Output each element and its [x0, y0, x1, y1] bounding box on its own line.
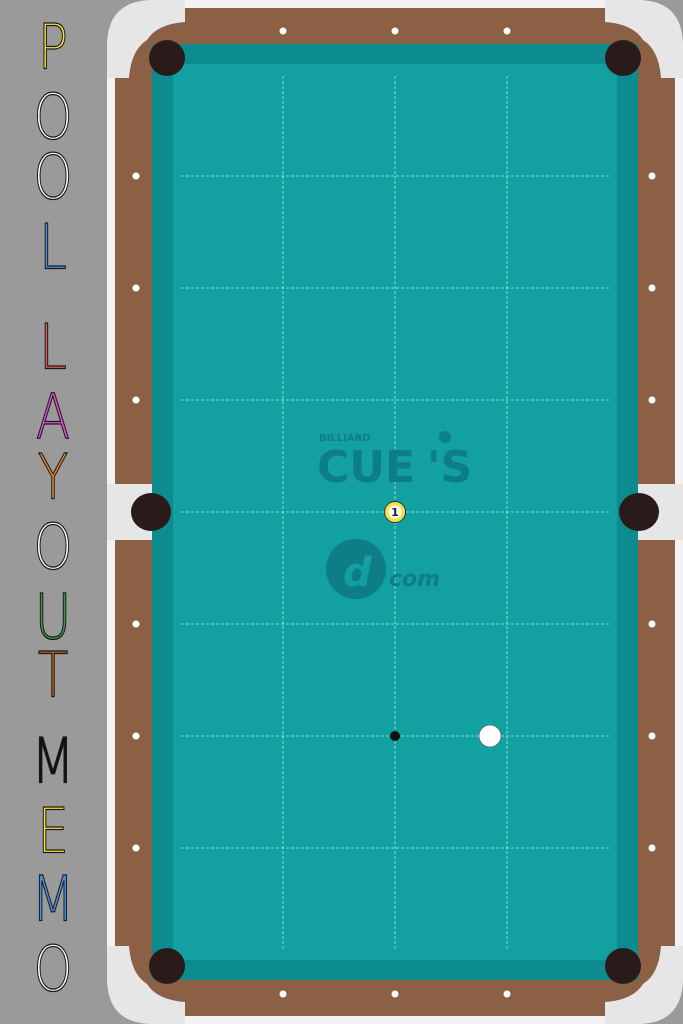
- pocket-bottom-right: [605, 948, 641, 984]
- diamond: [648, 396, 656, 404]
- diamond: [132, 844, 140, 852]
- diamond: [503, 27, 511, 35]
- cue-ball[interactable]: [478, 724, 502, 748]
- logo-cue-text: CUE: [317, 442, 415, 493]
- title-letter: E: [37, 794, 70, 868]
- diamond: [648, 620, 656, 628]
- corner-plate-br: [605, 946, 683, 1024]
- title-letter: T: [37, 638, 69, 712]
- corner-plate-tl: [107, 0, 185, 78]
- diamond: [648, 284, 656, 292]
- pocket-top-left: [149, 40, 185, 76]
- pockets: [131, 40, 659, 984]
- diamond: [132, 172, 140, 180]
- diamond: [132, 732, 140, 740]
- diamond: [132, 284, 140, 292]
- title-letter: O: [33, 80, 73, 154]
- corner-plate-tr: [605, 0, 683, 78]
- diamond: [648, 732, 656, 740]
- diamond: [648, 172, 656, 180]
- title-letter: M: [31, 724, 75, 798]
- logo-billiard-text: BILLIARD: [319, 433, 371, 444]
- ball-number-circle: [388, 505, 402, 519]
- spot-marker[interactable]: [390, 731, 400, 741]
- title-letter: O: [33, 510, 73, 584]
- logo-ball-icon: [439, 431, 451, 443]
- diamond: [391, 990, 399, 998]
- corner-plate-bl: [107, 946, 185, 1024]
- logo-d-text: d: [343, 550, 372, 596]
- title-letter: U: [34, 580, 72, 654]
- rail-diamonds: [132, 27, 656, 998]
- title-letter: Y: [37, 440, 69, 514]
- title-letter: M: [31, 862, 75, 936]
- cues-logo: BILLIARD CUE 'S d com: [317, 431, 472, 599]
- diamond: [648, 844, 656, 852]
- title-letter: O: [33, 932, 73, 1006]
- title-letter: L: [39, 210, 68, 284]
- pocket-side-left: [131, 493, 171, 531]
- pocket-bottom-left: [149, 948, 185, 984]
- logo-s-text: 'S: [427, 442, 472, 493]
- diamond: [503, 990, 511, 998]
- title-letter: P: [37, 10, 69, 84]
- title-letter: L: [39, 310, 68, 384]
- ball-number: 1: [391, 506, 399, 519]
- pool-table[interactable]: BILLIARD CUE 'S d com 1: [107, 0, 683, 1024]
- logo-com-text: com: [389, 567, 440, 592]
- pocket-top-right: [605, 40, 641, 76]
- grid-lines: [181, 76, 609, 950]
- diamond: [132, 396, 140, 404]
- title-letter: A: [35, 380, 71, 454]
- diamond: [279, 990, 287, 998]
- title-letter: O: [33, 140, 73, 214]
- diamond: [279, 27, 287, 35]
- diamond: [391, 27, 399, 35]
- object-ball-1[interactable]: 1: [384, 501, 406, 523]
- logo-d-circle-icon: [326, 539, 386, 599]
- pocket-side-right: [619, 493, 659, 531]
- diamond: [132, 620, 140, 628]
